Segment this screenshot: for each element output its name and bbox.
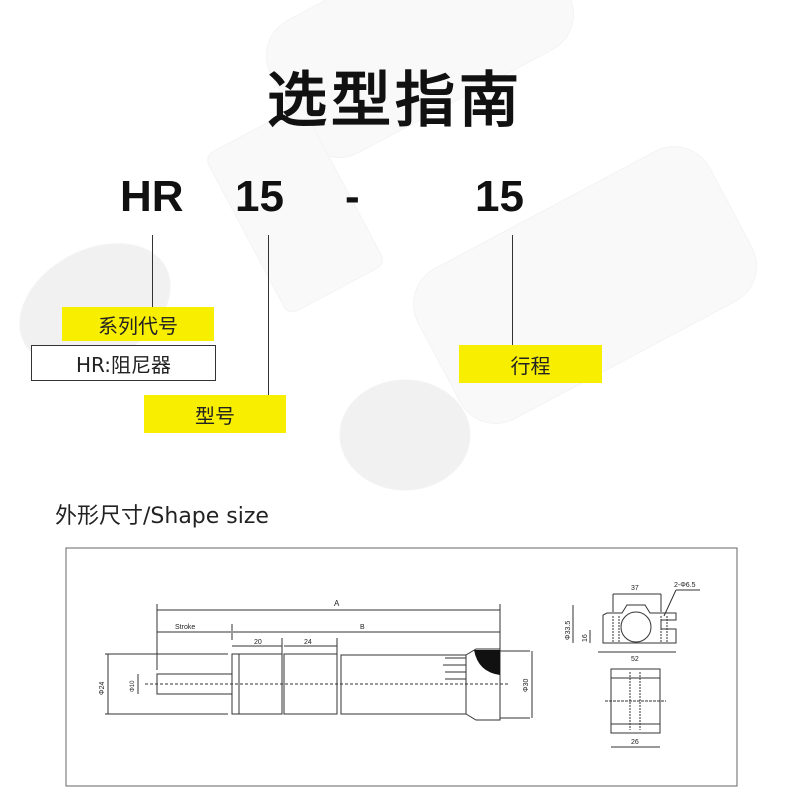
dim-stroke: Stroke	[175, 624, 195, 631]
series-code: HR	[120, 172, 184, 221]
dim-20: 20	[254, 639, 262, 646]
dim-a: A	[334, 599, 340, 608]
series-label: 系列代号	[62, 307, 214, 341]
dim-b: B	[360, 624, 365, 631]
model-code: 15	[235, 172, 284, 221]
dim-16: 16	[582, 634, 589, 642]
model-label: 型号	[144, 395, 286, 433]
stroke-leader-line	[512, 235, 513, 345]
dim-d10: Φ10	[130, 680, 136, 692]
code-separator: -	[345, 172, 360, 221]
dim-d24: Φ24	[99, 682, 106, 695]
stroke-label: 行程	[459, 345, 602, 383]
dim-d30: Φ30	[523, 679, 530, 692]
dim-24: 24	[304, 639, 312, 646]
dimension-drawing: A Stroke B 20 24 Φ24 Φ10 Φ30 37 2-Φ6.5 Φ…	[65, 547, 738, 787]
page-title: 选型指南	[267, 66, 523, 136]
model-leader-line	[268, 235, 269, 395]
dim-26: 26	[631, 739, 639, 746]
series-leader-line	[152, 235, 153, 307]
dim-37: 37	[631, 585, 639, 592]
section-title: 外形尺寸/Shape size	[55, 504, 269, 529]
knob-shading	[474, 650, 500, 675]
stroke-code: 15	[475, 172, 524, 221]
dim-d33-5: Φ33.5	[565, 621, 572, 640]
dim-holes: 2-Φ6.5	[674, 582, 696, 589]
dim-52: 52	[631, 656, 639, 663]
series-value: HR:阻尼器	[31, 345, 216, 381]
